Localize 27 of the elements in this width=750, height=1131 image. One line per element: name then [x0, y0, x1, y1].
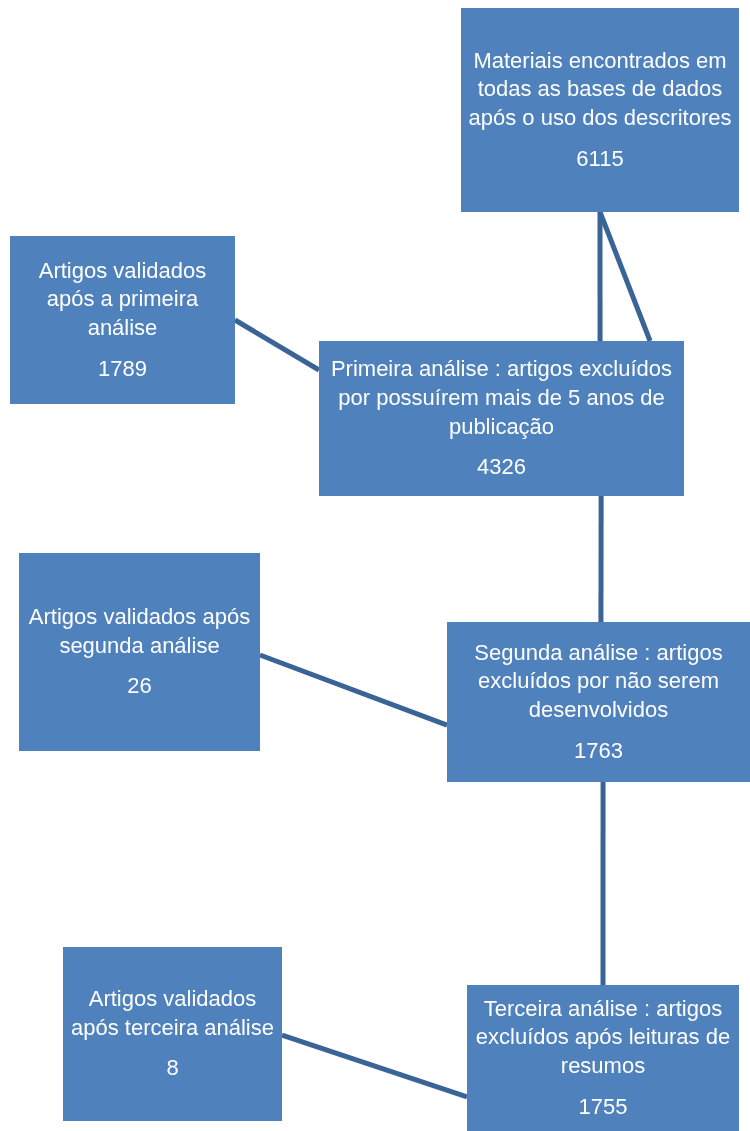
count-value: 26: [127, 672, 152, 701]
process-box: [467, 985, 739, 1131]
box-label: Materiais encontrados em todas as bases de dados após o uso dos descritores: [467, 46, 733, 132]
connector-line: [597, 211, 653, 342]
process-box: [447, 622, 750, 782]
process-box: [19, 553, 260, 751]
count-value: 1763: [574, 736, 623, 765]
box-label: Segunda análise : artigos excluídos por não serem desenvolvidos: [473, 638, 724, 724]
count-value: 1755: [578, 1092, 628, 1121]
process-box: [319, 341, 684, 496]
box-label: Primeira análise : artigos excluídos por possuírem mais de 5 anos de publicação: [329, 355, 674, 441]
count-value: 4326: [477, 453, 526, 482]
process-box: [461, 8, 739, 212]
box-label: Artigos validados após segunda análise: [27, 603, 252, 660]
connector-line: [259, 652, 448, 728]
box-label: Artigos validados após terceira análise: [70, 985, 275, 1042]
process-box: [10, 236, 235, 404]
connector-line: [597, 212, 603, 341]
connector-line: [281, 1032, 468, 1100]
count-value: 6115: [576, 144, 624, 173]
box-label: Terceira análise : artigos excluídos após leituras de resumos: [474, 994, 732, 1080]
connector-line: [598, 496, 604, 622]
box-label: Artigos validados após a primeira análise: [37, 256, 208, 342]
count-value: 1789: [98, 354, 147, 383]
process-box: [63, 947, 282, 1121]
count-value: 8: [166, 1054, 179, 1083]
connector-line: [600, 782, 606, 985]
